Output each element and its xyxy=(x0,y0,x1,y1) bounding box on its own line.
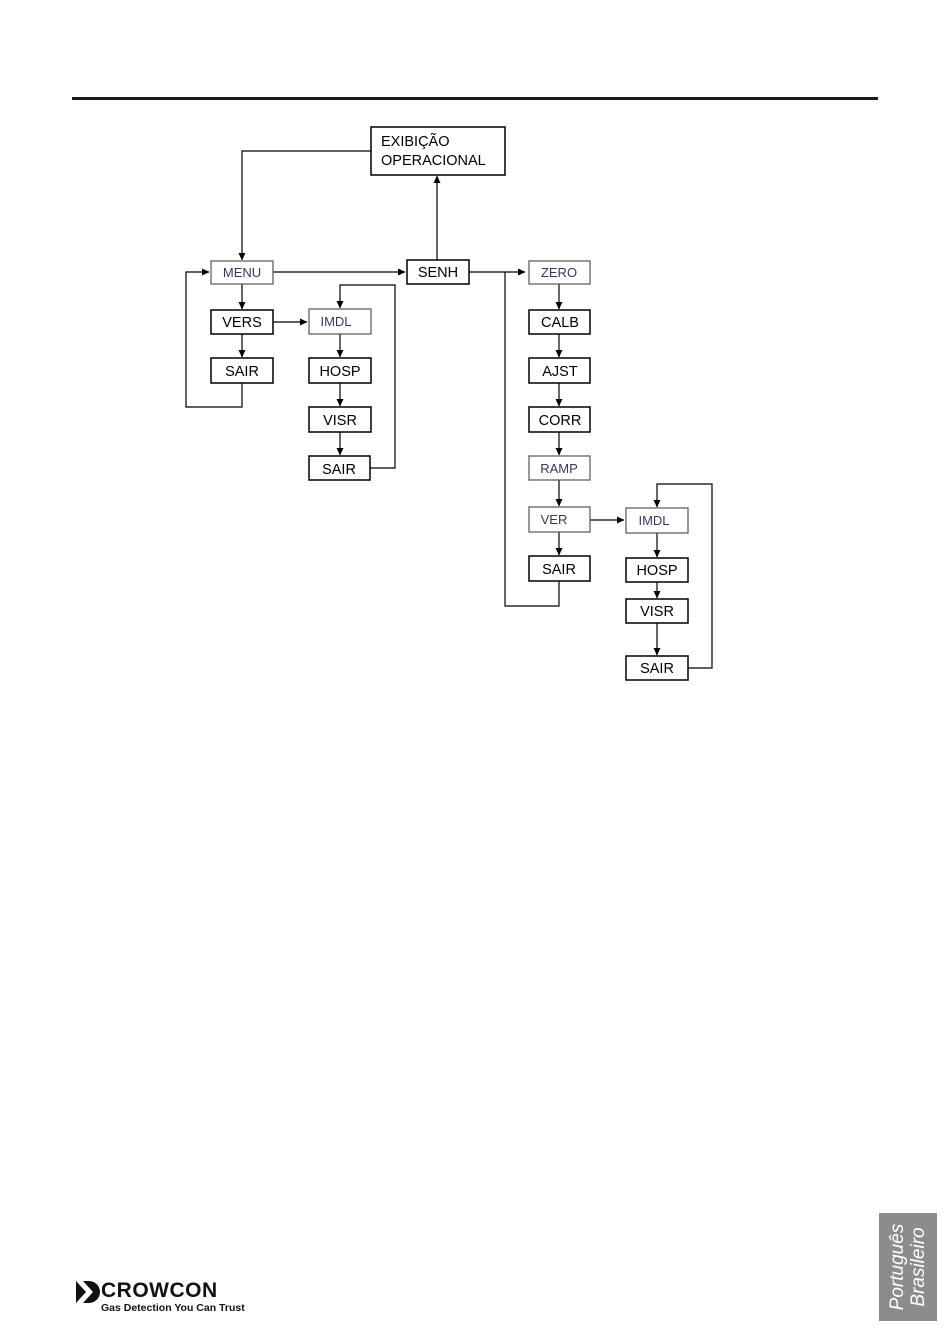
node-operational-line2: OPERACIONAL xyxy=(381,153,486,169)
node-calb-label: CALB xyxy=(541,315,579,331)
node-visr-1: VISR xyxy=(309,407,371,432)
node-imdl-1-label: IMDL xyxy=(320,314,351,329)
node-visr-2: VISR xyxy=(626,599,688,623)
edge-operational-to-menu xyxy=(242,151,371,260)
node-ramp-label: RAMP xyxy=(540,461,578,476)
node-ajst: AJST xyxy=(529,358,590,383)
node-corr: CORR xyxy=(529,407,590,432)
node-ramp: RAMP xyxy=(529,456,590,480)
node-sair-2-label: SAIR xyxy=(640,661,674,677)
node-hosp-2: HOSP xyxy=(626,558,688,582)
node-vers: VERS xyxy=(211,310,273,334)
node-imdl-1: IMDL xyxy=(309,309,371,334)
language-tab: Português Brasileiro xyxy=(879,1213,937,1321)
node-senh: SENH xyxy=(407,260,469,284)
logo-tagline: Gas Detection You Can Trust xyxy=(101,1302,245,1314)
node-senh-label: SENH xyxy=(418,265,458,281)
crowcon-logo-mark-icon xyxy=(74,1279,100,1305)
node-imdl-2-label: IMDL xyxy=(638,513,669,528)
node-visr-1-label: VISR xyxy=(323,413,357,429)
node-hosp-2-label: HOSP xyxy=(636,563,677,579)
node-sair-menu-label: SAIR xyxy=(225,364,259,380)
node-menu: MENU xyxy=(211,261,273,284)
language-tab-text: Português Brasileiro xyxy=(887,1213,929,1321)
node-sair-menu: SAIR xyxy=(211,358,273,383)
node-hosp-1-label: HOSP xyxy=(319,364,360,380)
node-zero: ZERO xyxy=(529,261,590,284)
node-sair-senh: SAIR xyxy=(529,556,590,581)
node-calb: CALB xyxy=(529,310,590,334)
language-line2: Brasileiro xyxy=(908,1213,929,1321)
node-operational-display: EXIBIÇÃO OPERACIONAL xyxy=(371,127,505,175)
node-visr-2-label: VISR xyxy=(640,604,674,620)
node-corr-label: CORR xyxy=(539,413,582,429)
node-sair-1-label: SAIR xyxy=(322,462,356,478)
node-hosp-1: HOSP xyxy=(309,358,371,383)
node-menu-label: MENU xyxy=(223,265,261,280)
node-sair-2: SAIR xyxy=(626,656,688,680)
node-operational-line1: EXIBIÇÃO xyxy=(381,133,450,150)
node-sair-senh-label: SAIR xyxy=(542,562,576,578)
edge-sair-loop-to-menu xyxy=(186,272,242,407)
node-vers-label: VERS xyxy=(222,315,262,331)
node-ver: VER xyxy=(529,507,590,532)
node-ver-label: VER xyxy=(541,512,568,527)
node-zero-label: ZERO xyxy=(541,265,577,280)
node-imdl-2: IMDL xyxy=(626,508,688,533)
language-line1: Português xyxy=(887,1213,908,1321)
crowcon-logo: CROWCON Gas Detection You Can Trust xyxy=(74,1279,274,1319)
connectors xyxy=(186,151,712,668)
node-ajst-label: AJST xyxy=(542,364,578,380)
logo-name: CROWCON xyxy=(101,1279,218,1303)
node-sair-1: SAIR xyxy=(309,456,370,480)
